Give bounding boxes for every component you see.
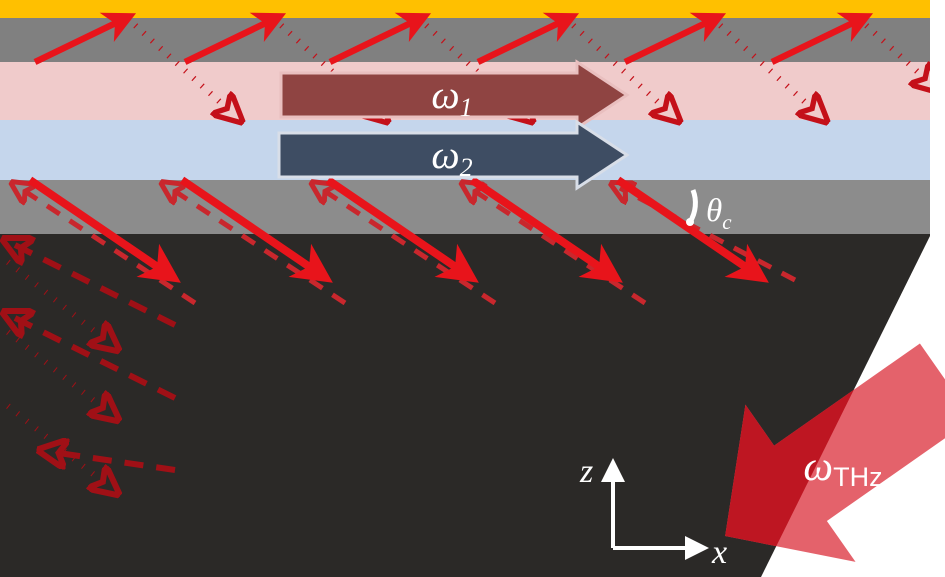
omega2-block-arrow: ω2 (277, 119, 630, 191)
pump-ray-down-dotted (270, 15, 378, 113)
thz-ray-up-dashed (20, 188, 197, 306)
thz-ray-down-solid (179, 176, 333, 283)
omega1-label: ω1 (431, 72, 472, 122)
pump-ray-down-dotted (562, 15, 670, 113)
pump-ray-group (33, 12, 930, 113)
lower-cladding-layer (0, 180, 930, 234)
z-axis-label: z (579, 453, 593, 490)
pump-ray-up-solid (476, 12, 580, 65)
coordinate-axes: z x (579, 453, 727, 571)
pump-ray-down-dotted (124, 15, 232, 113)
omega1-block-arrow: ω1 (279, 59, 630, 131)
substrate-ray-group (8, 245, 177, 486)
x-axis-label: x (711, 534, 727, 571)
critical-angle-vertex-dot (686, 218, 694, 226)
substrate-ray-dashed (52, 452, 176, 473)
metal-contact-layer (0, 0, 930, 18)
thz-ray-up-dashed (470, 188, 647, 306)
critical-angle-label: θc (706, 193, 732, 234)
omega2-label: ω2 (431, 132, 472, 182)
pump-ray-up-solid (183, 12, 287, 65)
thz-label: ωTHz (803, 444, 882, 492)
substrate-layer (0, 234, 930, 577)
pump-ray-down-dotted (415, 15, 523, 113)
thz-ray-down-solid (615, 176, 769, 283)
omega2-arrow-shape (277, 119, 630, 191)
thz-ray-down-solid (469, 176, 623, 283)
thz-ray-down-solid (27, 176, 181, 283)
critical-angle-annotation: θc (686, 189, 732, 234)
pump-ray-up-solid (33, 12, 137, 65)
thz-ray-down-solid (325, 176, 479, 283)
upper-cladding-layer (0, 18, 930, 62)
pump-ray-up-solid (770, 12, 874, 65)
pump-ray-up-solid (623, 12, 727, 65)
thz-output-arrow: ωTHz (725, 343, 945, 562)
omega1-arrow-shape (279, 59, 630, 131)
pump-ray-up-solid (328, 12, 432, 65)
pump-ray-down-dotted (709, 15, 817, 113)
thz-ray-up-dashed (170, 188, 347, 306)
thz-ray-group (20, 176, 797, 306)
thz-ray-up-dashed (320, 188, 497, 306)
